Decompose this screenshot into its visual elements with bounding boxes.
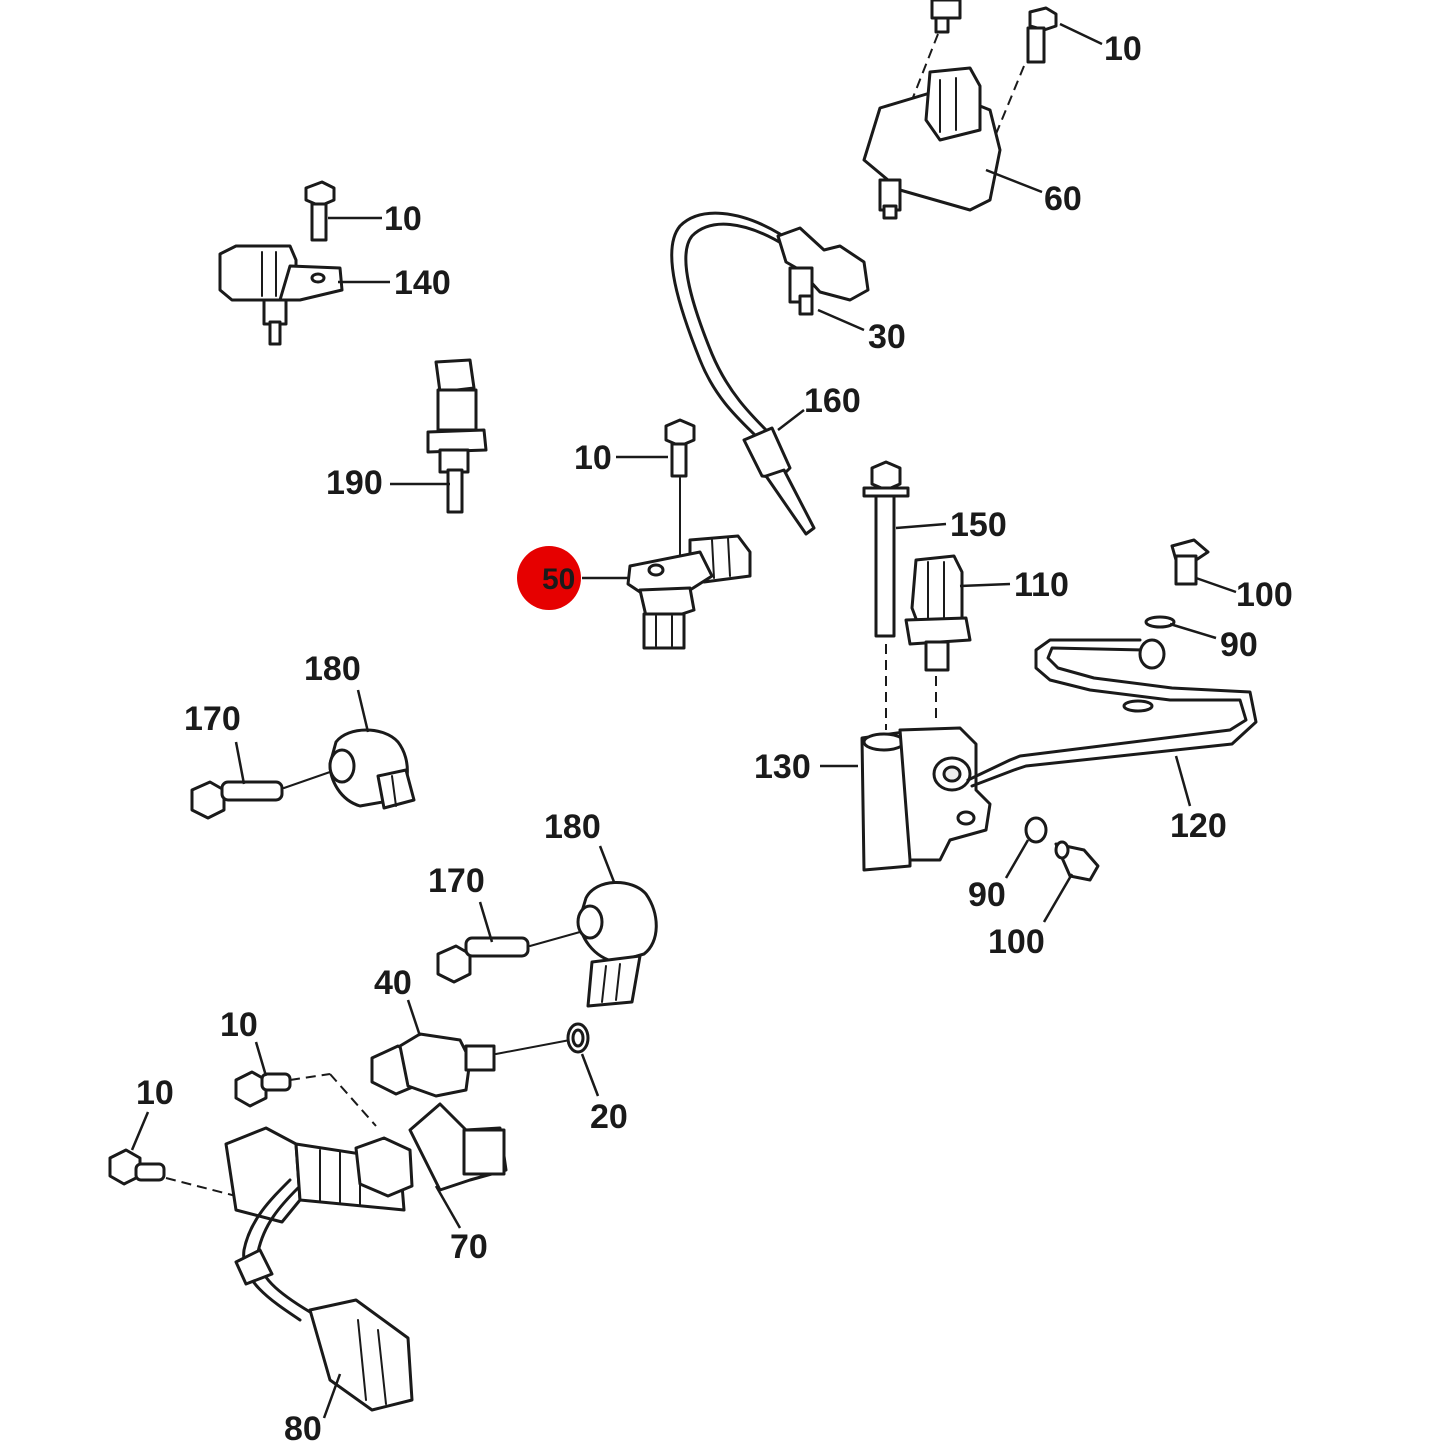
callout-80: 80: [284, 1410, 322, 1445]
callout-10-mid: 10: [384, 200, 422, 238]
callout-10-top: 10: [1104, 30, 1142, 68]
callout-10-bottom: 10: [136, 1074, 174, 1112]
callout-30: 30: [868, 318, 906, 356]
sensor-50[interactable]: [626, 418, 752, 650]
callout-170-mid: 170: [428, 862, 485, 900]
callout-150: 150: [950, 506, 1007, 544]
callout-140: 140: [394, 264, 451, 302]
callout-170-top: 170: [184, 700, 241, 738]
callout-60: 60: [1044, 180, 1082, 218]
valve-130-assembly[interactable]: [860, 460, 1258, 882]
callout-50: 50: [542, 563, 575, 596]
callout-120: 120: [1170, 807, 1227, 845]
sensor-160-probe[interactable]: [670, 211, 870, 536]
callout-160: 160: [804, 382, 861, 420]
callout-100-top: 100: [1236, 576, 1293, 614]
callout-70: 70: [450, 1228, 488, 1266]
callout-90-bot: 90: [968, 876, 1006, 914]
callout-90-top: 90: [1220, 626, 1258, 664]
callout-130: 130: [754, 748, 811, 786]
callout-190: 190: [326, 464, 383, 502]
knock-sensor-180-top[interactable]: [190, 728, 416, 820]
highlight-marker-50[interactable]: [517, 546, 581, 610]
sensor-40-70-80-group[interactable]: [108, 1022, 590, 1412]
callout-40: 40: [374, 964, 412, 1002]
sensor-140[interactable]: [218, 180, 344, 346]
sensor-60[interactable]: [862, 0, 1058, 220]
callout-180-mid: 180: [544, 808, 601, 846]
callout-10-low: 10: [220, 1006, 258, 1044]
callout-110: 110: [1014, 566, 1069, 604]
callout-180-top: 180: [304, 650, 361, 688]
callout-20: 20: [590, 1098, 628, 1136]
callout-100-bot: 100: [988, 923, 1045, 961]
knock-sensor-180-mid[interactable]: [436, 881, 658, 1008]
sensor-190[interactable]: [426, 358, 488, 514]
callout-10-center: 10: [574, 439, 612, 477]
